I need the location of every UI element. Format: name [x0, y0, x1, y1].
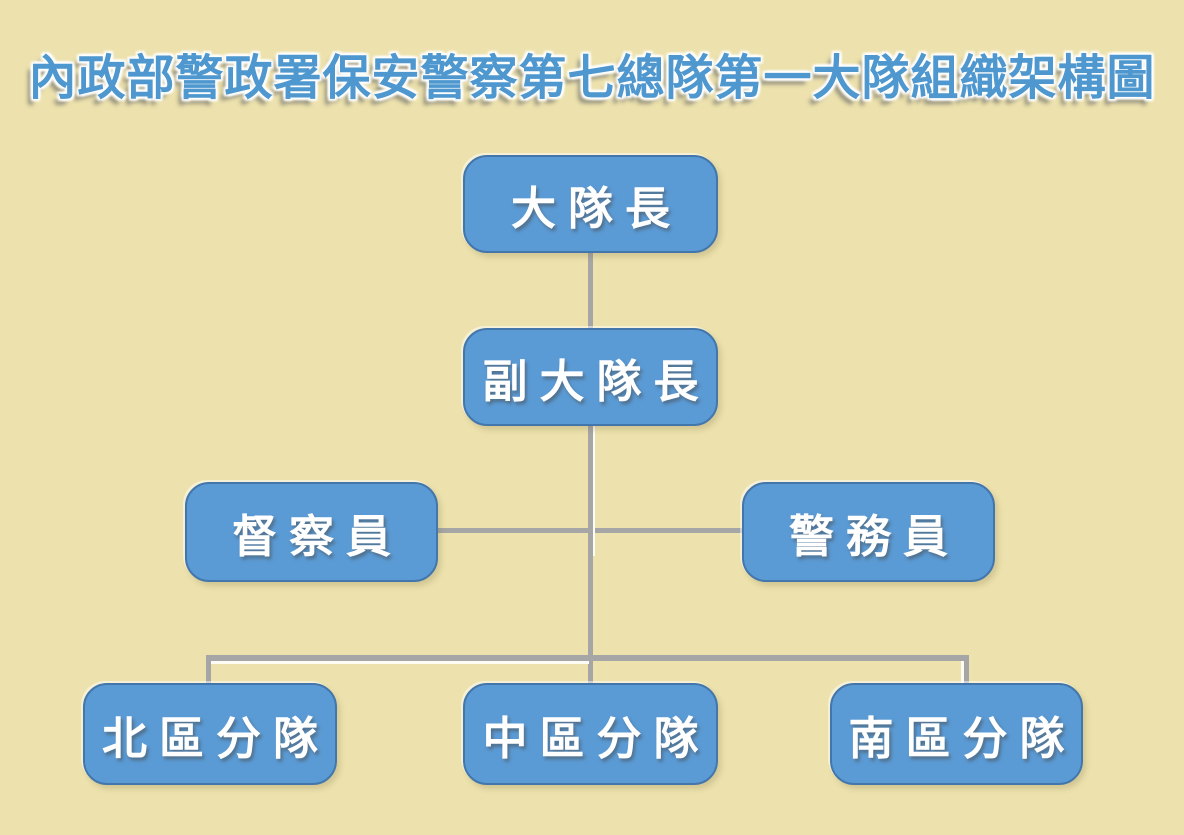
- node-label: 警務員: [788, 509, 960, 563]
- node-inspector: 督察員: [185, 482, 438, 582]
- connector-commander-to-deputy: [588, 250, 593, 332]
- node-central-district-squad: 中區分隊: [463, 683, 718, 785]
- node-police-affairs-officer: 警務員: [742, 482, 995, 582]
- node-label: 督察員: [231, 509, 403, 563]
- node-label: 北區分隊: [101, 711, 330, 765]
- node-deputy-brigade-commander: 副大隊長: [463, 328, 718, 426]
- node-label: 大隊長: [510, 181, 682, 235]
- page-title: 內政部警政署保安警察第七總隊第一大隊組織架構圖: [28, 50, 1156, 106]
- connector-highlight-bar: [211, 661, 589, 664]
- connector-highlight-trunk: [593, 426, 595, 556]
- connector-inspector-to-officer: [436, 528, 744, 533]
- connector-squads-bar: [206, 655, 969, 661]
- connector-drop-north-squad: [206, 655, 211, 685]
- node-label: 南區分隊: [848, 711, 1077, 765]
- node-label: 中區分隊: [482, 711, 711, 765]
- node-brigade-commander: 大隊長: [463, 155, 718, 253]
- node-north-district-squad: 北區分隊: [83, 683, 337, 785]
- node-south-district-squad: 南區分隊: [830, 683, 1083, 785]
- connector-drop-south-squad: [964, 655, 969, 685]
- connector-highlight-drop-south: [961, 661, 964, 684]
- node-label: 副大隊長: [482, 354, 711, 408]
- connector-deputy-trunk: [588, 424, 593, 685]
